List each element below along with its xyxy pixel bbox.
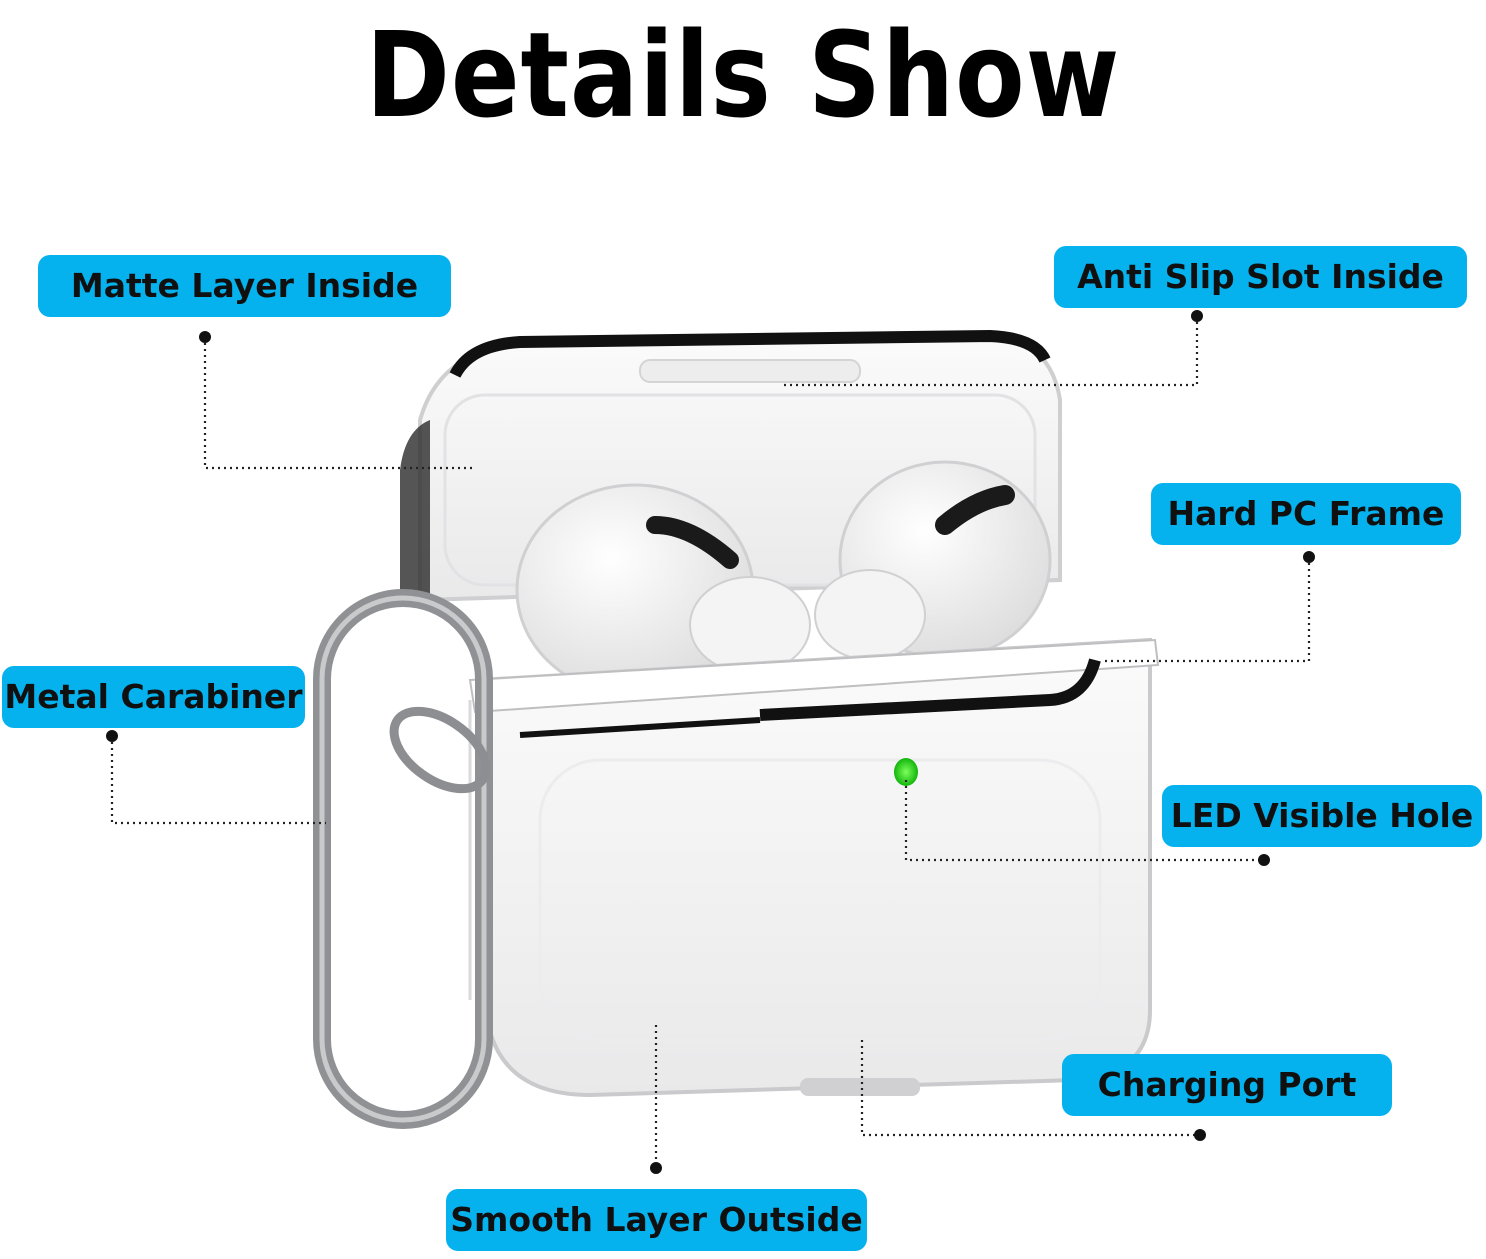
anchor-dot-pcframe xyxy=(1303,551,1315,563)
callout-smooth-layer-outside: Smooth Layer Outside xyxy=(446,1189,867,1251)
earbud-right xyxy=(814,460,1052,661)
page-title: Details Show xyxy=(365,6,1121,144)
anchor-dot-led xyxy=(1258,854,1270,866)
callout-charging-port: Charging Port xyxy=(1062,1054,1392,1116)
anchor-dot-carabiner xyxy=(106,730,118,742)
case-body xyxy=(468,637,1160,1098)
carabiner-icon xyxy=(313,589,493,1129)
callout-hard-pc-frame: Hard PC Frame xyxy=(1151,483,1461,545)
callout-led-visible-hole: LED Visible Hole xyxy=(1162,785,1482,847)
earbud-left xyxy=(515,483,811,710)
anchor-dot-charging xyxy=(1194,1129,1206,1141)
leader-lines xyxy=(110,316,1311,1168)
anchor-dot-smooth xyxy=(650,1162,662,1174)
led-indicator xyxy=(894,758,918,786)
anchor-dot-antislip xyxy=(1191,310,1203,322)
callout-matte-layer-inside: Matte Layer Inside xyxy=(38,255,451,317)
anchor-dot-matte xyxy=(199,331,211,343)
callout-metal-carabiner: Metal Carabiner xyxy=(2,666,305,728)
callout-anti-slip-slot-inside: Anti Slip Slot Inside xyxy=(1054,246,1467,308)
